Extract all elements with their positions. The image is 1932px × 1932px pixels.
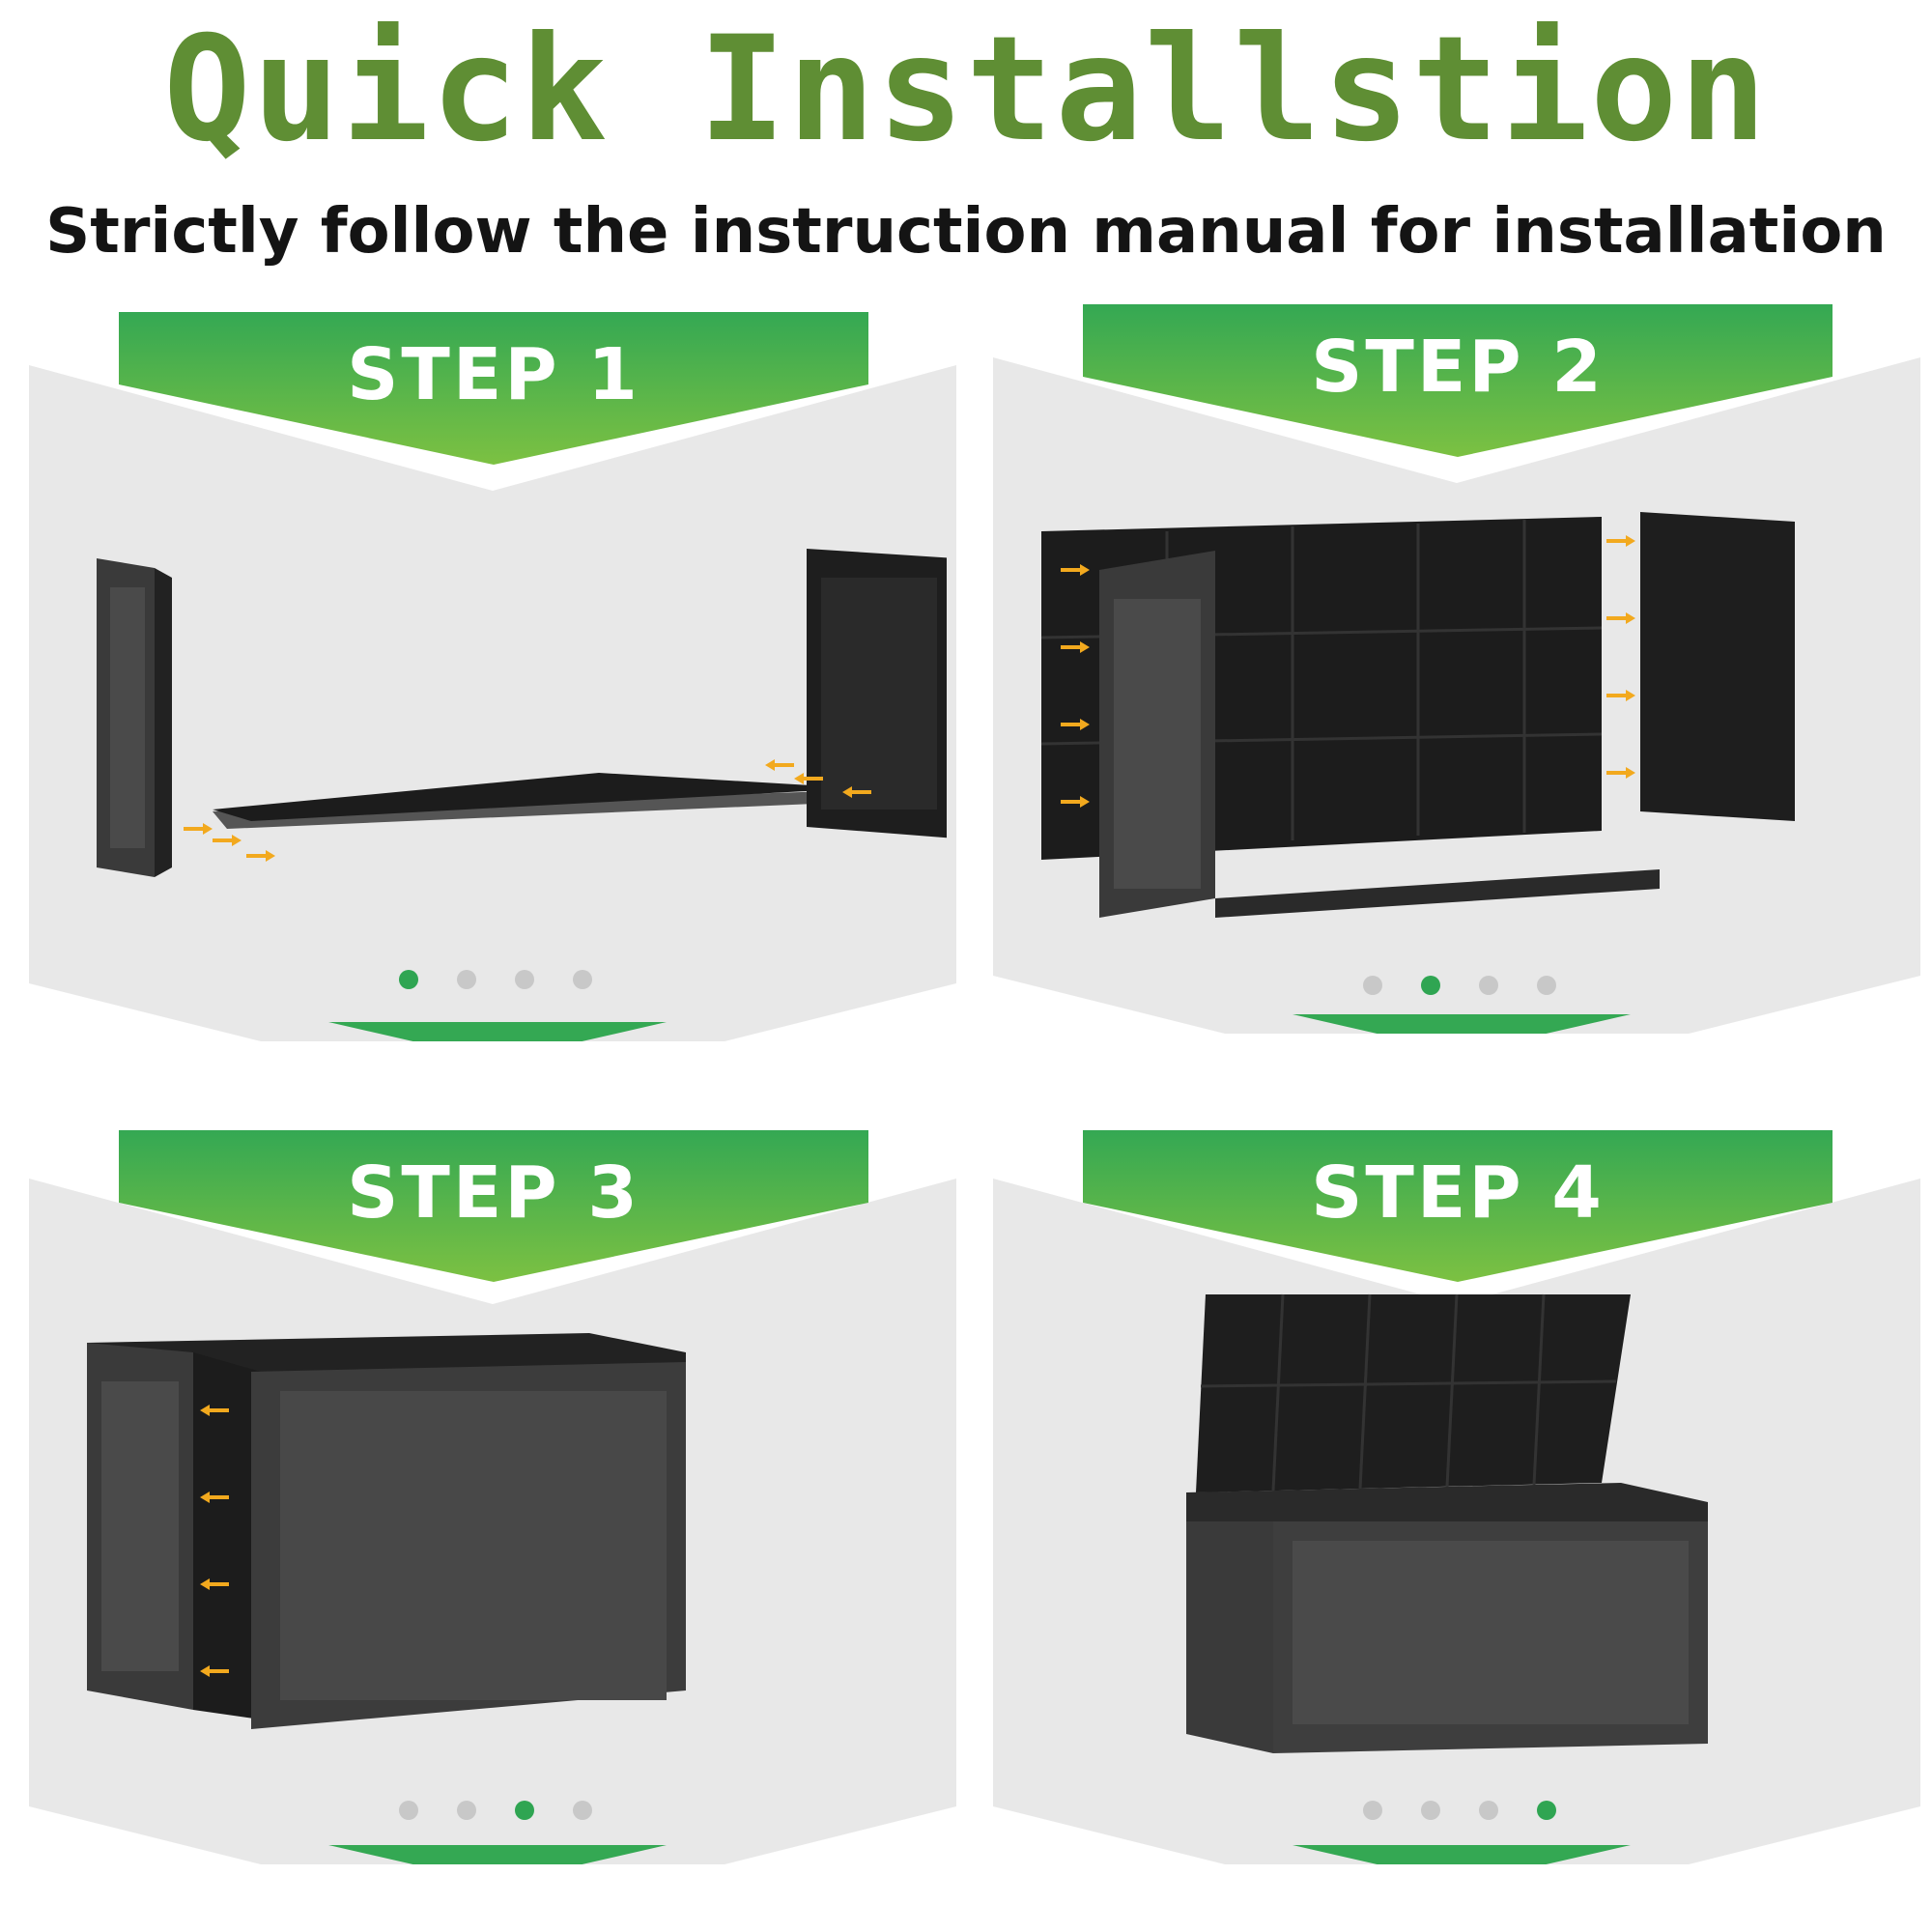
step-label: STEP 3: [347, 1151, 640, 1235]
step-label: STEP 2: [1311, 326, 1605, 409]
bottom-chevron: [328, 1022, 667, 1041]
pagination-dots: [399, 1801, 592, 1820]
pagination-dot[interactable]: [1421, 1801, 1440, 1820]
step-3-panel: STEP 3: [29, 1130, 956, 1864]
banner: [1083, 304, 1833, 457]
panel-background: [29, 365, 956, 1041]
pagination-dot[interactable]: [1479, 1801, 1498, 1820]
pagination-dot[interactable]: [457, 1801, 476, 1820]
step-label: STEP 4: [1311, 1151, 1605, 1235]
bottom-chevron: [328, 1845, 667, 1864]
pagination-dot[interactable]: [1363, 976, 1382, 995]
pagination-dots: [1363, 976, 1556, 995]
pagination-dot-active[interactable]: [1421, 976, 1440, 995]
pagination-dot-active[interactable]: [1537, 1801, 1556, 1820]
box-parts-exploded-icon: [97, 549, 947, 877]
bottom-chevron: [1293, 1845, 1631, 1864]
pagination-dot[interactable]: [399, 1801, 418, 1820]
pagination-dot[interactable]: [573, 1801, 592, 1820]
pagination-dots: [399, 970, 592, 989]
box-front-attach-icon: [87, 1333, 686, 1729]
box-walls-attach-icon: [1040, 512, 1795, 918]
step-1-panel: STEP 1: [29, 307, 956, 1041]
step-label: STEP 1: [347, 333, 640, 416]
pagination-dot[interactable]: [1363, 1801, 1382, 1820]
step-4-panel: STEP 4: [993, 1130, 1920, 1864]
bottom-chevron: [1293, 1014, 1631, 1034]
pagination-dot[interactable]: [573, 970, 592, 989]
pagination-dot[interactable]: [1537, 976, 1556, 995]
banner: [1083, 1130, 1833, 1282]
pagination-dot-active[interactable]: [399, 970, 418, 989]
banner: [119, 312, 868, 465]
pagination-dots: [1363, 1801, 1556, 1820]
page-title: Quick Installstion: [163, 6, 1769, 174]
banner: [119, 1130, 868, 1282]
box-lid-open-icon: [1186, 1293, 1708, 1753]
pagination-dot[interactable]: [457, 970, 476, 989]
page-subtitle: Strictly follow the instruction manual f…: [45, 196, 1887, 268]
pagination-dot-active[interactable]: [515, 1801, 534, 1820]
step-2-panel: STEP 2: [993, 299, 1920, 1034]
pagination-dot[interactable]: [1479, 976, 1498, 995]
pagination-dot[interactable]: [515, 970, 534, 989]
